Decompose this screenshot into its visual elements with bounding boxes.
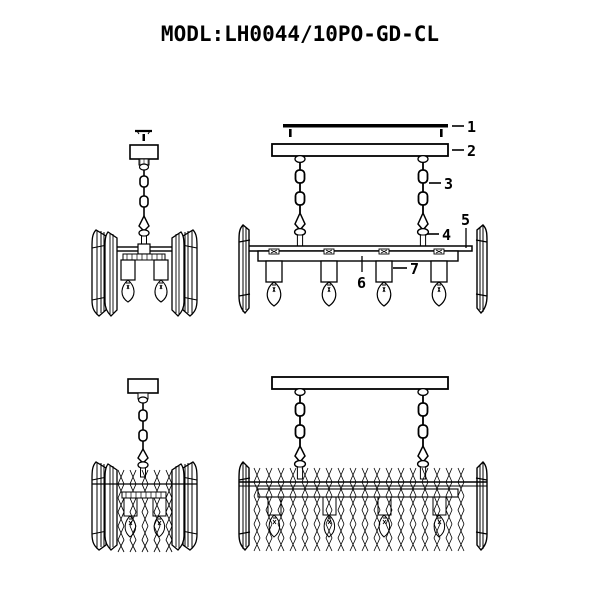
side-exploded-view [91, 129, 198, 317]
suspension-chain-side [138, 163, 150, 249]
callout-group: 1 2 3 4 5 6 7 [357, 118, 476, 292]
suspension-chain-left [293, 154, 307, 253]
callout-label-5: 5 [461, 211, 470, 229]
ceiling-mounting-bracket [283, 124, 448, 137]
canopy-bar [271, 143, 449, 157]
bulb-front-assembled-4 [432, 496, 447, 538]
canopy-bar-assembled [271, 376, 449, 390]
lattice-row-bottom [253, 523, 465, 552]
lamp-assembly-1 [265, 248, 283, 307]
bulb-front-assembled-1 [267, 496, 282, 538]
crystal-end-bar-assembled-right [475, 461, 488, 552]
callout-label-7: 7 [410, 260, 419, 278]
crystal-end-bar-left [238, 224, 251, 315]
callout-label-2: 2 [467, 142, 476, 160]
bulb-side-assembled-2 [152, 497, 167, 538]
callout-label-6: 6 [357, 274, 366, 292]
bulb-front-assembled-2 [322, 496, 337, 538]
bulb-front-assembled-3 [377, 496, 392, 538]
suspension-chain-assembled-left [293, 387, 307, 480]
canopy-box-assembled [127, 378, 159, 394]
socket-strip-side [122, 253, 166, 261]
callout-label-4: 4 [442, 226, 451, 244]
front-exploded-view [238, 124, 488, 315]
front-assembled-view [238, 376, 488, 552]
bulb-side-2 [153, 259, 169, 303]
callout-label-3: 3 [444, 175, 453, 193]
crystal-lattice-side [117, 469, 173, 553]
socket-rail-front [257, 488, 459, 498]
socket-strip-side-assembled [121, 491, 167, 499]
side-assembled-view [91, 378, 198, 553]
crystal-outer-side-right [171, 461, 198, 551]
suspension-chain-assembled-right [416, 387, 430, 480]
crystal-end-bar-assembled-left [238, 461, 251, 552]
crystal-panel-side-left [91, 229, 118, 317]
lamp-assembly-4 [430, 248, 448, 307]
canopy-box [129, 144, 159, 166]
bulb-side-assembled-1 [123, 497, 138, 538]
crystal-panel-side-right [171, 229, 198, 317]
page-title: MODL:LH0044/10PO-GD-CL [160, 22, 440, 46]
suspension-chain-right [416, 154, 430, 253]
lamp-assembly-3 [375, 248, 393, 307]
callout-label-1: 1 [467, 118, 476, 136]
crystal-end-bar-right [475, 224, 488, 315]
ceiling-bracket-icon [135, 129, 152, 141]
lattice-row-mid [253, 495, 465, 525]
lamp-assembly-2 [320, 248, 338, 307]
bulb-side-1 [120, 259, 136, 303]
crystal-outer-side-left [91, 461, 118, 551]
suspension-chain-side-assembled [137, 396, 149, 478]
